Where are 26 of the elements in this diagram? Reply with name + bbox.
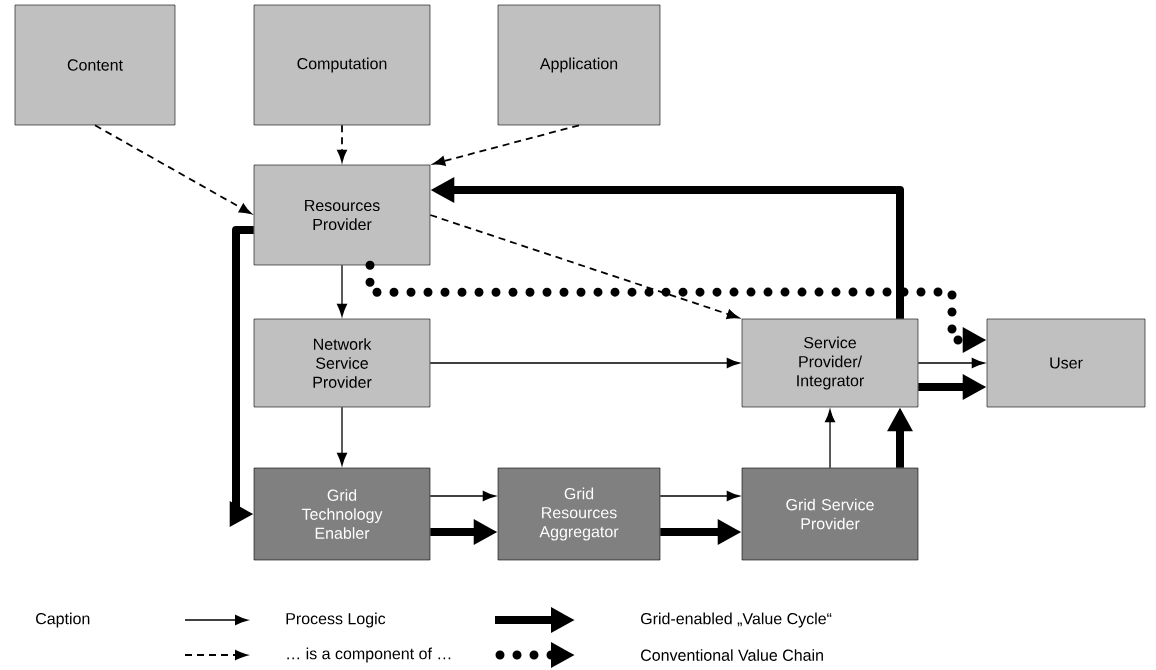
arrow (429, 214, 739, 319)
arrow (825, 409, 836, 469)
legend-text: Conventional Value Chain (641, 649, 823, 661)
arrow (917, 357, 985, 369)
arrow (337, 264, 348, 317)
arrow (659, 491, 740, 502)
legend-text: Process Logic (286, 612, 386, 628)
process-box: Grid Technology Enabler (253, 467, 431, 561)
arrow (429, 357, 740, 369)
legend-text: … is a component of … (287, 647, 451, 663)
process-box: Resources Provider (253, 164, 431, 266)
process-box: User (986, 318, 1146, 408)
process-box: Grid Service Provider (741, 467, 919, 561)
process-box: Content (14, 4, 176, 126)
process-box: Application (497, 4, 661, 126)
process-box: Computation (253, 4, 431, 126)
arrow (337, 406, 348, 466)
arrow (94, 124, 252, 215)
process-box: Grid Resources Aggregator (497, 467, 661, 561)
arrow (429, 491, 496, 502)
caption-label: Caption (36, 612, 90, 628)
process-box: Service Provider/ Integrator (741, 318, 919, 408)
legend-text: Grid-enabled „Value Cycle“ (641, 612, 832, 628)
arrow (337, 124, 347, 162)
arrow (433, 124, 580, 166)
process-box: Network Service Provider (253, 318, 431, 408)
